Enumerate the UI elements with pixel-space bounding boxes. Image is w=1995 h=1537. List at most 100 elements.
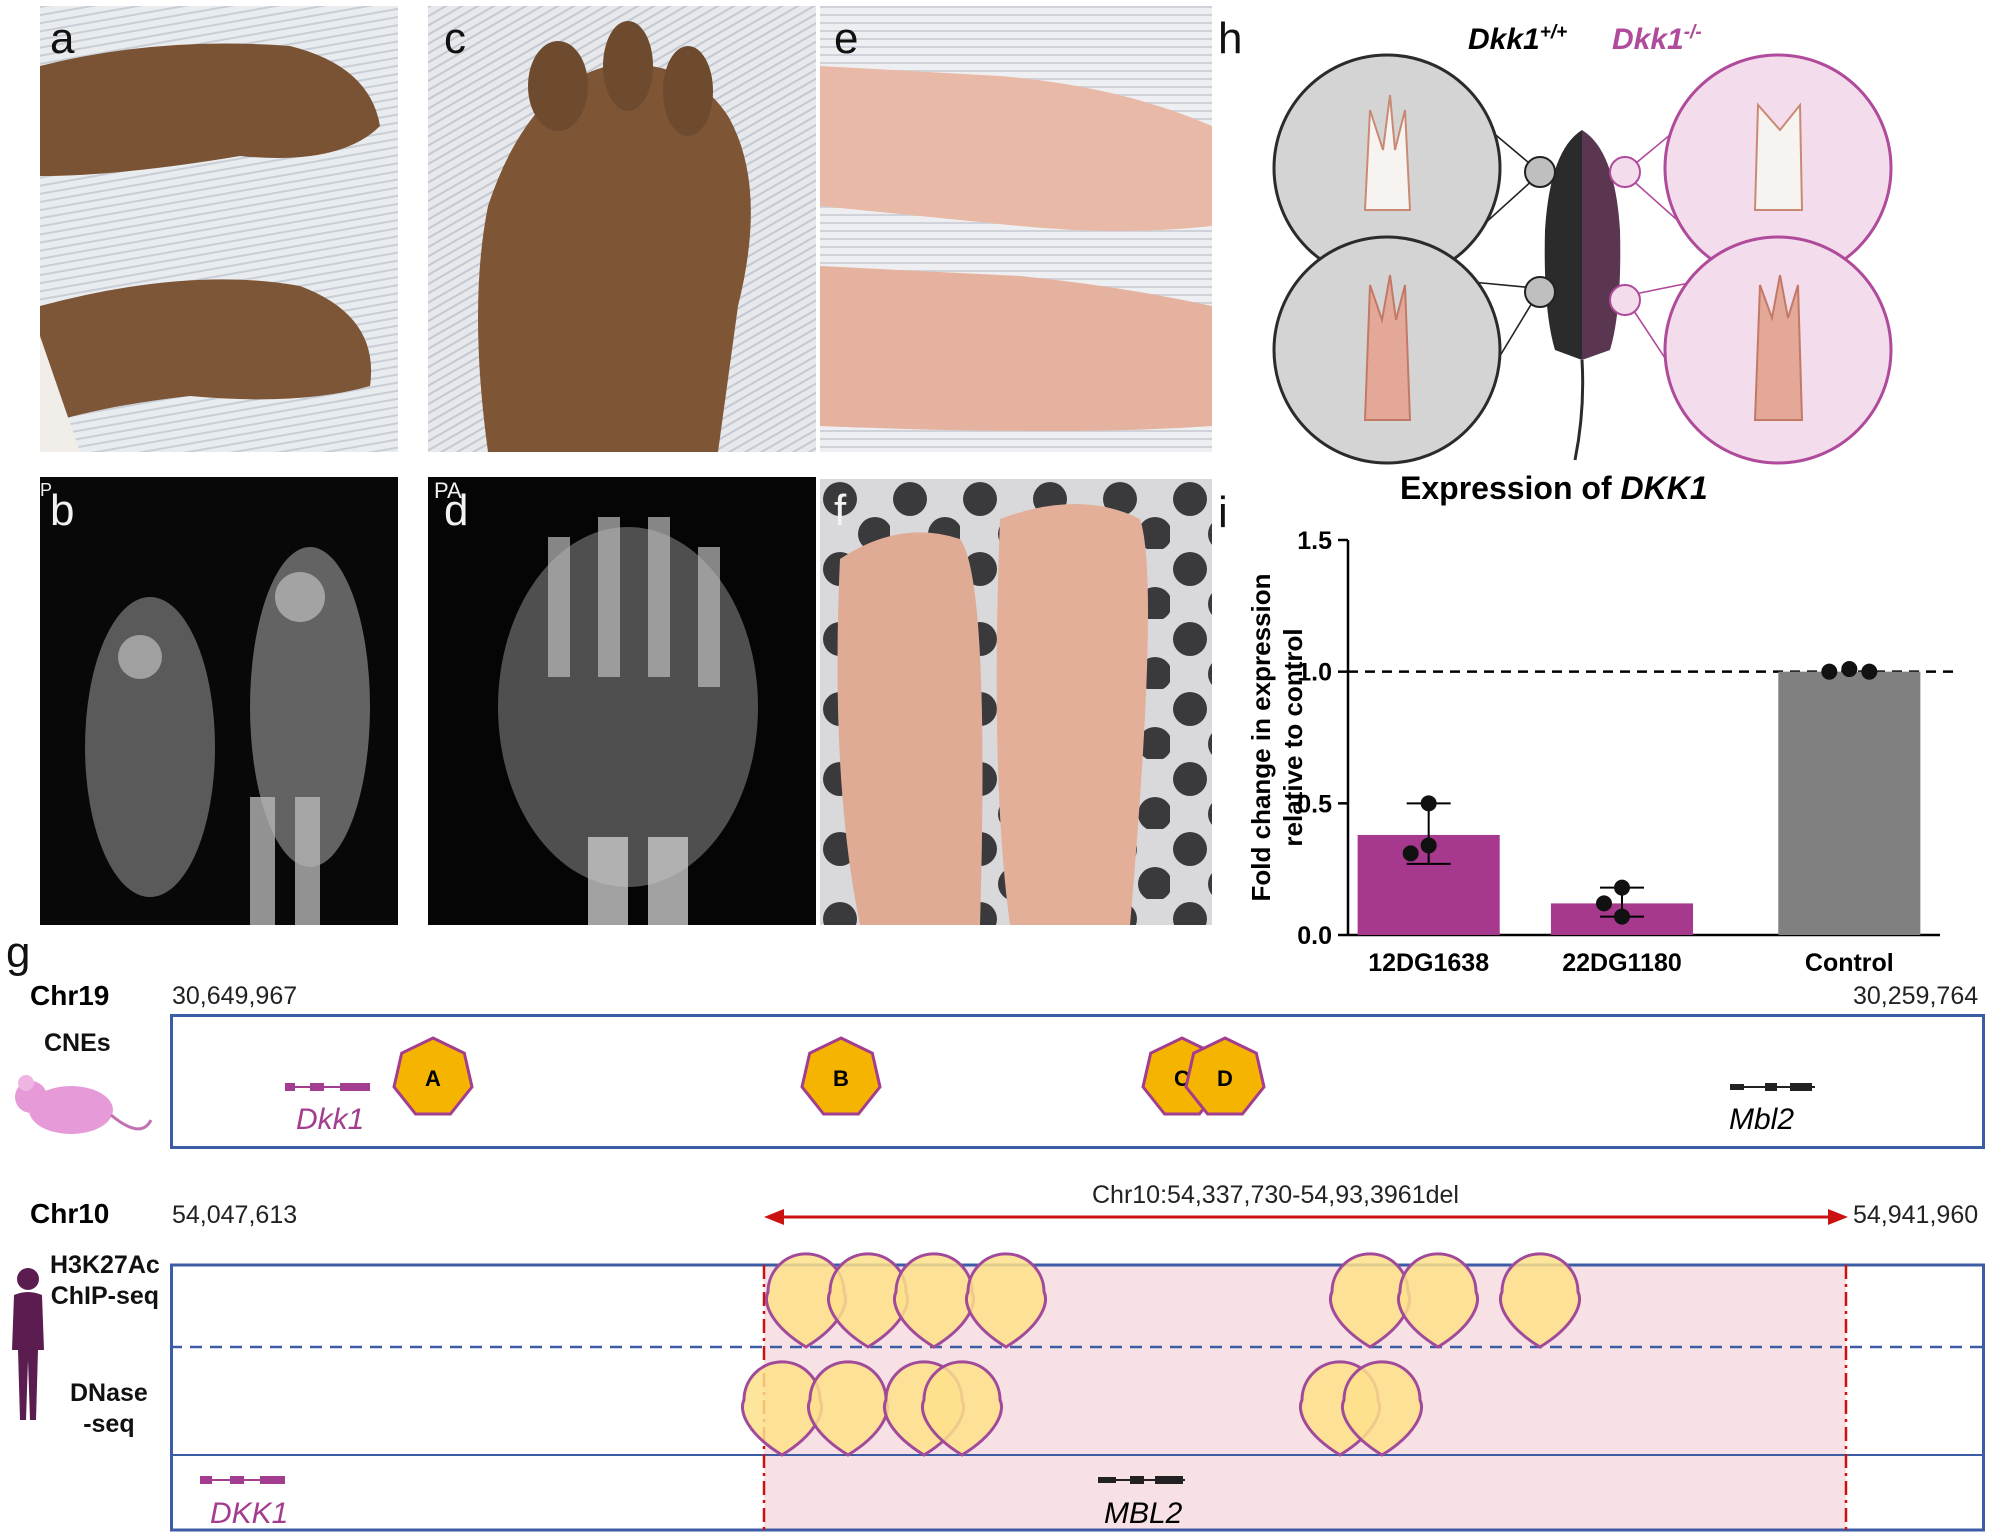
x-tick-label: 12DG1638 — [1368, 949, 1489, 977]
wt-forepaw-marker — [1524, 156, 1556, 188]
photo-panel-c — [428, 6, 816, 452]
chr19-end-coord: 30,259,764 — [1853, 982, 1979, 1010]
data-point — [1420, 837, 1437, 854]
panel-label-e: e — [834, 14, 859, 63]
chr10-track — [170, 1209, 1985, 1532]
data-point — [1821, 663, 1838, 680]
dkk1-mouse-gene: Dkk1 — [296, 1103, 365, 1136]
mouse-diagram — [1272, 53, 1893, 465]
chr19-label: Chr19 — [30, 980, 110, 1011]
mouse-tail — [1573, 359, 1585, 461]
h3k27ac-peak — [1397, 1252, 1479, 1349]
mbl2-mouse-gene-model — [1730, 1083, 1815, 1091]
chr19-start-coord: 30,649,967 — [172, 982, 298, 1010]
data-point — [1402, 845, 1419, 862]
data-point — [1841, 661, 1858, 678]
cne-heptagon — [800, 1036, 882, 1116]
ko-gene-name: Dkk1 — [1612, 23, 1684, 56]
fold-change-chart: Fold change in expressionrelative to con… — [1246, 527, 1960, 977]
wt-hindpaw — [1363, 274, 1412, 421]
mbl2-mouse-gene: Mbl2 — [1729, 1103, 1795, 1136]
y-tick-label: 0.5 — [1297, 790, 1332, 818]
cne-label: A — [425, 1066, 441, 1091]
feet-photo-a — [40, 6, 398, 452]
ko-forepaw-marker — [1609, 156, 1641, 188]
cne-heptagon — [1184, 1036, 1266, 1116]
h3k27ac-track-label: H3K27Ac ChIP-seq — [50, 1250, 160, 1313]
human-icon — [12, 1268, 44, 1420]
chart-title-prefix: Expression of — [1400, 470, 1621, 506]
y-axis-label: Fold change in expressionrelative to con… — [1246, 574, 1308, 902]
wt-gene-name: Dkk1 — [1468, 23, 1540, 56]
dkk1-human-gene-model — [200, 1476, 285, 1484]
mouse-body-wt-half — [1544, 130, 1582, 360]
panel-label-i: i — [1218, 488, 1228, 537]
chr19-track-box — [170, 1014, 1985, 1149]
xray-marker-b: P — [40, 480, 53, 500]
cne-label: D — [1217, 1066, 1233, 1091]
data-point — [1420, 795, 1437, 812]
chart-title-gene: DKK1 — [1620, 470, 1708, 506]
y-axis-label-line1: Fold change in expression — [1246, 574, 1276, 902]
panel-label-c: c — [444, 14, 466, 63]
xray-feet-b — [85, 547, 370, 925]
hands-photo-e — [820, 6, 1212, 452]
xray-marker-d: PA — [434, 478, 462, 503]
x-tick-label: Control — [1805, 949, 1894, 977]
chr10-end-coord: 54,941,960 — [1853, 1201, 1979, 1229]
dnase-label-line2: -seq — [83, 1410, 135, 1439]
y-axis-label-line2: relative to control — [1278, 628, 1308, 846]
photo-panel-d — [428, 477, 816, 925]
photo-panel-a — [40, 6, 398, 452]
hand-photo-c — [428, 6, 816, 452]
h3k27ac-peak — [1499, 1252, 1581, 1349]
dkk1-human-gene: DKK1 — [210, 1497, 289, 1530]
chr10-label: Chr10 — [30, 1198, 110, 1229]
chr10-start-coord: 54,047,613 — [172, 1201, 298, 1229]
cne-label: B — [833, 1066, 849, 1091]
h3k27ac-label-line2: ChIP-seq — [50, 1282, 160, 1311]
ko-genotype-label: Dkk1-/- — [1612, 22, 1702, 57]
dnase-peak — [1341, 1360, 1423, 1457]
feet-photo-f — [820, 479, 1212, 925]
photo-panel-e — [820, 6, 1212, 452]
wt-genotype-label: Dkk1+/+ — [1468, 22, 1567, 57]
deletion-arrow — [764, 1209, 1848, 1225]
bar — [1778, 671, 1921, 935]
panel-label-g: g — [6, 928, 31, 977]
chart-title: Expression of DKK1 — [1400, 470, 1920, 507]
h3k27ac-peak — [965, 1252, 1047, 1349]
panel-label-d: d — [444, 486, 469, 535]
mouse-icon — [15, 1075, 153, 1134]
y-tick-label: 0.0 — [1297, 922, 1332, 950]
ko-hindpaw-marker — [1609, 284, 1641, 316]
y-tick-label: 1.5 — [1297, 527, 1332, 555]
xray-hand-d — [498, 517, 758, 925]
data-point — [1614, 908, 1630, 925]
wt-forepaw — [1363, 94, 1412, 211]
dnase-peak — [921, 1360, 1003, 1457]
dnase-track-label: DNase -seq — [70, 1378, 148, 1441]
cne-track-label: CNEs — [44, 1029, 111, 1057]
dkk1-mouse-gene-model — [285, 1083, 370, 1091]
panel-label-b: b — [50, 486, 75, 535]
panel-label-a: a — [50, 14, 75, 63]
data-point — [1861, 663, 1878, 680]
ko-superscript: -/- — [1683, 22, 1702, 43]
ko-forepaw — [1753, 102, 1804, 211]
photo-panel-b — [40, 477, 398, 925]
cne-heptagon — [392, 1036, 474, 1116]
photo-panel-f — [820, 479, 1212, 925]
x-tick-label: 22DG1180 — [1562, 949, 1682, 977]
wt-superscript: +/+ — [1539, 22, 1568, 43]
mbl2-human-gene: MBL2 — [1104, 1497, 1183, 1530]
data-point — [1596, 895, 1612, 912]
wt-hindpaw-marker — [1524, 276, 1556, 308]
y-tick-label: 1.0 — [1297, 659, 1332, 687]
mbl2-human-gene-model — [1098, 1476, 1185, 1484]
deletion-label: Chr10:54,337,730-54,93,3961del — [1092, 1181, 1459, 1209]
ko-hindpaw — [1753, 274, 1804, 421]
chr10-track-box — [170, 1263, 1985, 1532]
h3k27ac-label-line1: H3K27Ac — [50, 1251, 160, 1279]
